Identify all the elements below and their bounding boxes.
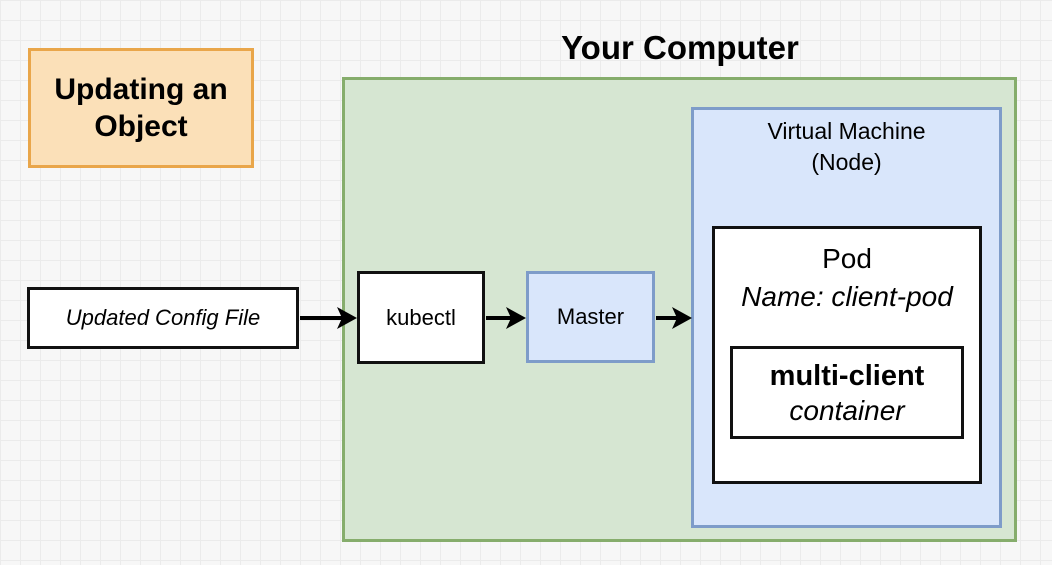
- pod-label: Pod: [822, 243, 872, 274]
- master-label: Master: [556, 304, 625, 329]
- arrowhead-config-to-kubectl: [337, 307, 357, 329]
- virtual-machine-label-line1: Virtual Machine: [767, 118, 926, 144]
- container-kind: container: [789, 394, 905, 426]
- container-box: multi-client container: [730, 346, 964, 439]
- kubectl-label: kubectl: [386, 304, 456, 330]
- kubectl-box: kubectl: [357, 271, 485, 364]
- config-file-label: Updated Config File: [65, 305, 261, 330]
- container-name: multi-client: [769, 359, 925, 392]
- master-box: Master: [526, 271, 655, 363]
- virtual-machine-label: Virtual Machine (Node): [691, 116, 1002, 178]
- pod-name: Name: client-pod: [741, 281, 953, 312]
- arrowhead-master-to-node: [672, 307, 692, 329]
- diagram-title-box: Updating an Object: [28, 48, 254, 168]
- arrowhead-kubectl-to-master: [506, 307, 526, 329]
- diagram-title: Updating an Object: [54, 73, 228, 143]
- computer-label: Your Computer: [561, 29, 799, 66]
- config-file-box: Updated Config File: [27, 287, 299, 349]
- virtual-machine-label-line2: (Node): [811, 149, 882, 175]
